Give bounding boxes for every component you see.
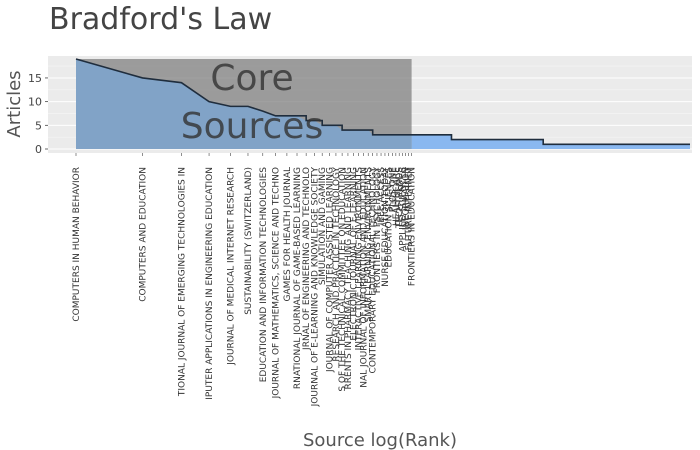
x-category-label: GAMES FOR HEALTH JOURNAL xyxy=(283,167,293,302)
cumulative-line xyxy=(75,58,690,146)
x-category-label: SIMULATION AND GAMING xyxy=(318,167,328,285)
x-category-label: PLOS ONE xyxy=(388,167,398,213)
x-category-label: EDUCATION AND INFORMATION TECHNOLOGIES xyxy=(259,167,269,383)
x-category-label: INTERACTIVE LEARNING ENVIRONMENTS xyxy=(355,167,365,351)
x-category-label: FUTURE INTERNET xyxy=(405,166,415,250)
core-area xyxy=(76,59,412,149)
y-tick-label: 15 xyxy=(28,72,42,85)
x-category-label: COMPUTERS IN HUMAN BEHAVIOR xyxy=(72,167,82,322)
chart-title: Bradford's Law xyxy=(49,2,273,37)
x-category-label: NAL JOURNAL OF INFORMATION AND EDUCATION xyxy=(360,167,370,388)
x-category-label: CONTEMPORARY EDUCATIONAL TECHNOLOGY xyxy=(369,167,379,374)
x-category-label: RRENTS IN PHARMACY TEACHING AND LEARNING xyxy=(344,167,354,389)
y-axis-title: Articles xyxy=(4,70,25,137)
x-category-label: HEALTHCARE xyxy=(392,167,402,226)
x-category-label: IEEE ACCESS xyxy=(377,167,387,226)
x-category-label: FRONTIERS IN EDUCATION xyxy=(408,167,418,286)
x-category-label: SUSTAINABILITY (SWITZERLAND) xyxy=(244,167,254,315)
x-category-label: COMPUTERS AND EDUCATION xyxy=(139,167,149,302)
x-category-label: SMART LEARNING ENVIRONMENTS xyxy=(364,167,374,323)
x-category-label: JOURNAL OF E-LEARNING AND KNOWLEDGE SOCI… xyxy=(311,167,321,408)
x-category-label: JOURNAL OF COMPUTER ASSISTED LEARNING xyxy=(325,167,335,373)
x-category-label: RNATIONAL JOURNAL OF GAME-BASED LEARNING xyxy=(293,167,303,389)
x-category-label: INFORMATION xyxy=(402,167,412,230)
x-category-label: EDUCATION SCIENCES xyxy=(385,167,395,268)
x-category-label: TECHTRENDS xyxy=(395,167,405,229)
x-category-label: RESEARCH AND PRACTICE IN TECHNOLOGY xyxy=(332,166,342,361)
x-category-label: TIONAL JOURNAL OF EMERGING TECHNOLOGIES … xyxy=(177,167,187,397)
y-tick-label: 5 xyxy=(35,119,42,132)
x-category-label: NURSE EDUCATION TODAY xyxy=(381,167,391,287)
x-axis-title: Source log(Rank) xyxy=(303,430,457,450)
y-tick-label: 10 xyxy=(28,96,42,109)
core-label-top: Core xyxy=(210,58,293,99)
y-tick-label: 0 xyxy=(35,143,42,156)
x-category-label: ELECTRONIC JOURNAL OF E-LEARNING xyxy=(349,167,359,341)
core-label-bottom: Sources xyxy=(181,106,323,147)
x-category-label: IPUTER APPLICATIONS IN ENGINEERING EDUCA… xyxy=(205,167,215,400)
x-category-label: JOURNAL OF MATHEMATICS, SCIENCE AND TECH… xyxy=(272,167,282,399)
x-category-label: S OF THE TECHNICAL COMMITTEE ON EDUCATIO… xyxy=(338,167,348,392)
x-category-label: APPLIED SCIENCES xyxy=(398,167,408,252)
x-category-label: JRNAL OF ENGINEERING AND TECHNOLO xyxy=(302,167,312,351)
x-category-label: JOURNAL OF MEDICAL INTERNET RESEARCH xyxy=(226,167,236,366)
x-category-label: FRONTIERS IN PSYCHOLOGY xyxy=(373,167,383,294)
tail-area xyxy=(411,134,690,149)
